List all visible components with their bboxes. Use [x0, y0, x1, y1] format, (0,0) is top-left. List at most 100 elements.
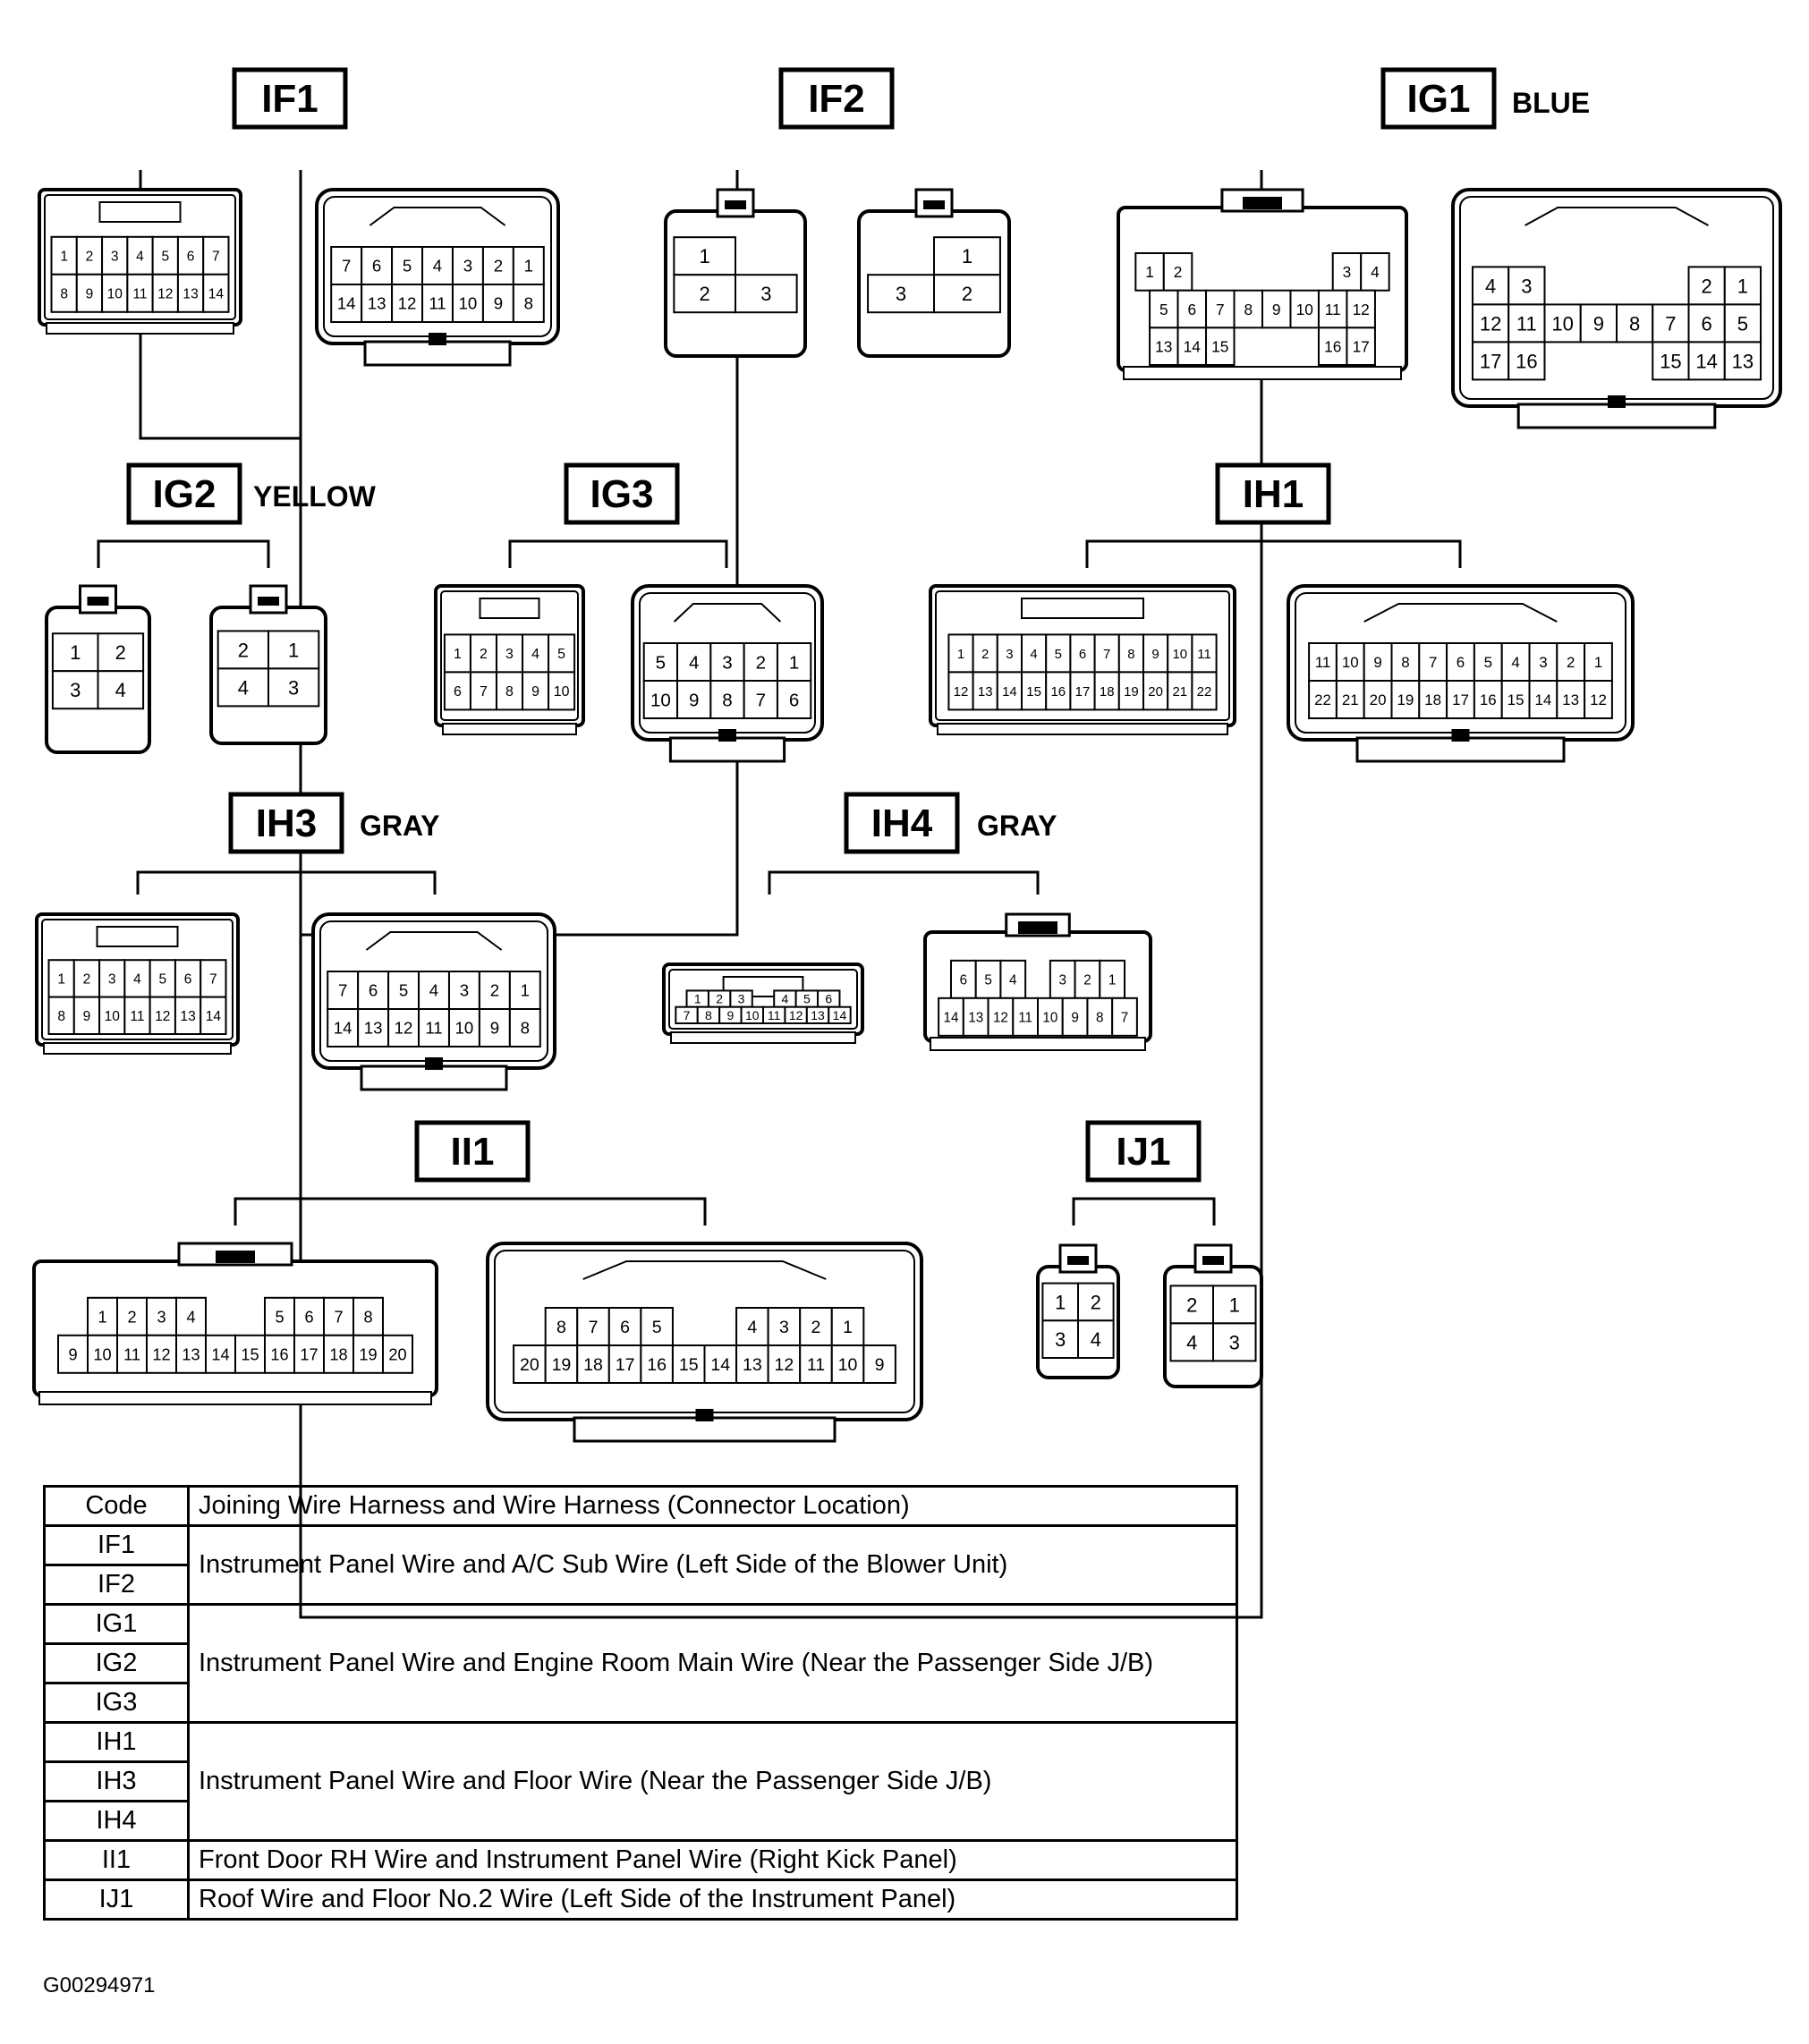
connector-label-box — [126, 462, 242, 525]
pin-number: 8 — [505, 684, 514, 700]
pin-number: 3 — [463, 257, 472, 276]
pin-cell — [1117, 671, 1145, 711]
pin-number: 3 — [505, 647, 514, 662]
pin-cell — [1077, 1282, 1115, 1322]
table-cell-code: II1 — [43, 1839, 190, 1881]
table-cell-code: IG1 — [43, 1603, 190, 1645]
pin-number: 7 — [589, 1318, 599, 1337]
pin-number: 13 — [368, 294, 386, 313]
pin-cell — [544, 1307, 579, 1346]
pin-number: 2 — [480, 647, 488, 662]
pin-number: 1 — [789, 652, 799, 673]
pin-cell — [1346, 327, 1376, 367]
pin-number: 15 — [1211, 337, 1228, 355]
pin-cell — [51, 670, 99, 710]
pin-number: 18 — [1424, 691, 1441, 708]
pin-number: 3 — [1521, 275, 1532, 297]
pin-cell — [1471, 303, 1510, 343]
pin-number: 11 — [123, 1345, 140, 1363]
pin-number: 14 — [1534, 691, 1551, 708]
pin-number: 14 — [1002, 684, 1017, 700]
pin-number: 4 — [133, 972, 141, 988]
pin-number: 4 — [1009, 972, 1017, 988]
pin-cell — [391, 284, 424, 323]
table-row: IF2 — [43, 1564, 1237, 1606]
pin-cell — [75, 273, 104, 313]
pin-number: 1 — [1737, 275, 1748, 297]
table-cell-location: Front Door RH Wire and Instrument Panel … — [187, 1839, 1238, 1881]
pin-number: 9 — [1071, 1010, 1078, 1025]
pin-number: 3 — [1006, 647, 1013, 662]
pin-number: 20 — [1148, 684, 1163, 700]
pin-number: 12 — [1480, 312, 1501, 335]
pin-number: 1 — [70, 641, 81, 664]
pin-number: 18 — [1100, 684, 1115, 700]
pin-cell — [123, 996, 151, 1035]
pin-number: 10 — [107, 286, 123, 301]
pin-cell — [217, 630, 269, 670]
pin-number: 19 — [1124, 684, 1139, 700]
pin-number: 1 — [57, 972, 65, 988]
pin-number: 16 — [1050, 684, 1066, 700]
pin-number: 9 — [83, 1009, 91, 1024]
pin-number: 5 — [1159, 301, 1168, 318]
pin-number: 22 — [1197, 684, 1212, 700]
pin-number: 3 — [896, 283, 906, 305]
pin-cell — [176, 273, 205, 313]
pin-number: 5 — [652, 1318, 662, 1337]
pin-cell — [174, 959, 202, 998]
pin-number: 11 — [768, 1008, 781, 1022]
pin-number: 20 — [520, 1355, 539, 1375]
pin-number: 15 — [1660, 350, 1681, 372]
pin-number: 10 — [1172, 647, 1187, 662]
pin-number: 10 — [1042, 1010, 1057, 1025]
pin-cell — [478, 971, 511, 1010]
pin-number: 4 — [238, 676, 249, 699]
pin-number: 12 — [398, 294, 417, 313]
pin-number: 3 — [108, 972, 116, 988]
pin-cell — [352, 1296, 384, 1336]
pin-cell — [1317, 327, 1348, 367]
pin-number: 7 — [1103, 647, 1110, 662]
pin-cell — [205, 1334, 236, 1374]
pin-cell — [671, 1344, 706, 1384]
pin-number: 7 — [480, 684, 488, 700]
pin-number: 11 — [1315, 654, 1331, 671]
pin-number: 6 — [1702, 312, 1712, 335]
pin-number: 12 — [152, 1345, 170, 1363]
pin-number: 14 — [337, 294, 356, 313]
pin-cell — [1061, 997, 1089, 1037]
connector-label: IH1 — [1243, 472, 1304, 516]
pin-number: 4 — [136, 249, 144, 264]
table-cell-code: IH4 — [43, 1800, 190, 1842]
pin-number: 13 — [1155, 337, 1172, 355]
pin-cell — [996, 633, 1023, 674]
pin-number: 12 — [157, 286, 173, 301]
pin-cell — [1149, 327, 1179, 367]
pin-cell — [512, 284, 545, 323]
pin-cell — [75, 235, 104, 276]
pin-cell — [862, 1344, 896, 1384]
pin-number: 1 — [1108, 972, 1116, 988]
pin-number: 12 — [993, 1010, 1008, 1025]
pin-number: 2 — [238, 639, 249, 661]
pin-cell — [97, 670, 145, 710]
table-row: IG3 — [43, 1682, 1237, 1724]
pin-number: 8 — [556, 1318, 566, 1337]
pin-number: 2 — [1174, 263, 1183, 281]
pin-number: 12 — [954, 684, 969, 700]
pin-cell — [1584, 642, 1613, 682]
pin-number: 4 — [1511, 654, 1519, 671]
pin-number: 12 — [1590, 691, 1607, 708]
pin-number: 1 — [1594, 654, 1602, 671]
pin-number: 11 — [1197, 647, 1211, 662]
pin-number: 1 — [1055, 1291, 1066, 1313]
